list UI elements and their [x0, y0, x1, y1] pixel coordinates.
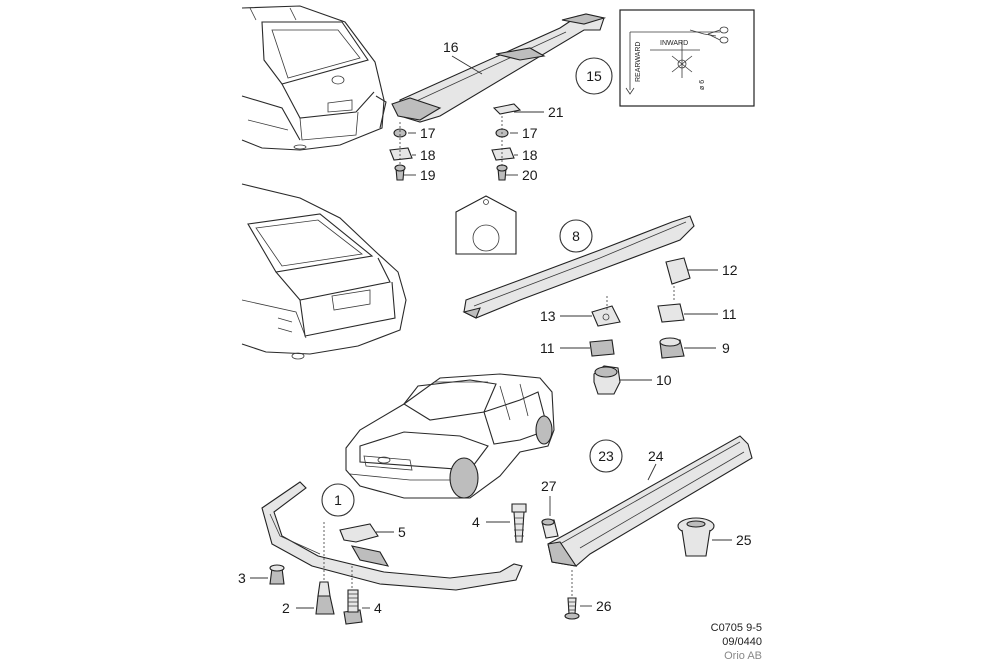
callout-27-label: 27 — [541, 478, 557, 494]
callout-1: 1 — [321, 483, 355, 517]
callout-5-label: 5 — [398, 524, 406, 540]
leader-lines — [250, 55, 732, 609]
callout-21-label: 21 — [548, 104, 564, 120]
callout-19-label: 19 — [420, 167, 436, 183]
footer-date: 09/0440 — [722, 636, 762, 648]
callout-10-label: 10 — [656, 372, 672, 388]
callout-20-label: 20 — [522, 167, 538, 183]
callout-4b-label: 4 — [374, 600, 382, 616]
callout-25-label: 25 — [736, 532, 752, 548]
callout-8: 8 — [559, 219, 593, 253]
callout-17b-label: 17 — [522, 125, 538, 141]
callout-1-label: 1 — [334, 492, 342, 508]
callout-12-label: 12 — [722, 262, 738, 278]
callout-15: 15 — [575, 57, 613, 95]
callout-18a-label: 18 — [420, 147, 436, 163]
callout-17a-label: 17 — [420, 125, 436, 141]
inset-inward-label: INWARD — [660, 40, 688, 47]
callout-4a-label: 4 — [472, 514, 480, 530]
callout-18b-label: 18 — [522, 147, 538, 163]
front-lip-spoiler-1 — [261, 481, 523, 591]
callout-9-label: 9 — [722, 340, 730, 356]
wagon-rear-illustration — [241, 5, 387, 151]
side-sill-panel-24 — [547, 435, 753, 567]
callout-13-label: 13 — [540, 308, 556, 324]
callout-2-label: 2 — [282, 600, 290, 616]
footer-company: Orio AB — [724, 650, 762, 662]
callout-3-label: 3 — [238, 570, 246, 586]
callout-11a-label: 11 — [540, 340, 555, 356]
trunk-spoiler-8 — [462, 215, 695, 319]
front-car-illustration — [345, 373, 555, 499]
callout-8-label: 8 — [572, 228, 580, 244]
footer-code: C0705 9-5 — [711, 622, 762, 634]
spoiler-16-hardware — [389, 103, 522, 181]
callout-24-label: 24 — [648, 448, 664, 464]
callout-15-label: 15 — [586, 68, 602, 84]
callout-23: 23 — [589, 439, 623, 473]
front-spoiler-fasteners — [269, 522, 363, 625]
drill-template-icon — [455, 195, 517, 255]
inset-hole-size-label: ø 6 — [699, 80, 706, 90]
bolt-4-and-spacer-27 — [511, 503, 559, 543]
inset-rearward-label: REARWARD — [635, 42, 642, 82]
sedan-rear-illustration — [241, 183, 407, 360]
grommet-25 — [677, 517, 715, 557]
callout-26-label: 26 — [596, 598, 612, 614]
callout-16-label: 16 — [443, 39, 459, 55]
spoiler-8-hardware — [589, 257, 691, 395]
roof-spoiler-16 — [391, 13, 607, 123]
callout-11b-label: 11 — [722, 306, 737, 322]
callout-23-label: 23 — [598, 448, 614, 464]
installation-inset — [619, 9, 755, 107]
screw-26 — [564, 570, 580, 620]
